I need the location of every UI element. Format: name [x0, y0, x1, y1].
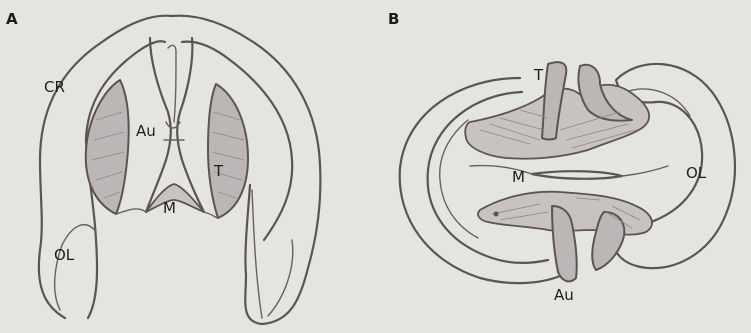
panel-b-label-m: M: [512, 168, 525, 186]
panel-a-label-au: Au: [136, 122, 156, 140]
panel-a-outer-arch: [39, 16, 321, 324]
panel-b-label-t: T: [533, 66, 544, 84]
panel-b-label: B: [388, 10, 399, 28]
panel-b-label-ol: OL: [686, 164, 707, 182]
panel-b: B T M OL Au: [388, 10, 735, 304]
panel-b-mouth-slit: [532, 171, 622, 179]
panel-a-label-m: M: [163, 199, 176, 217]
panel-a-right-lobe-edge: [252, 190, 262, 318]
panel-a-auricle-cross: [164, 122, 184, 140]
panel-a: A CR Au T M OL: [6, 10, 320, 324]
panel-b-dot: [494, 212, 499, 217]
panel-a-label-cr: CR: [44, 78, 65, 96]
panel-a-right-lobe-inner: [268, 240, 293, 316]
panel-a-label: A: [6, 10, 18, 28]
panel-a-left-lobe-inner: [55, 225, 96, 310]
panel-a-auricle-core: [168, 45, 176, 122]
panel-a-label-t: T: [213, 162, 224, 180]
panel-a-tentacle-right: [208, 84, 248, 218]
panel-a-label-ol: OL: [54, 246, 75, 264]
panel-b-label-au: Au: [554, 286, 574, 304]
